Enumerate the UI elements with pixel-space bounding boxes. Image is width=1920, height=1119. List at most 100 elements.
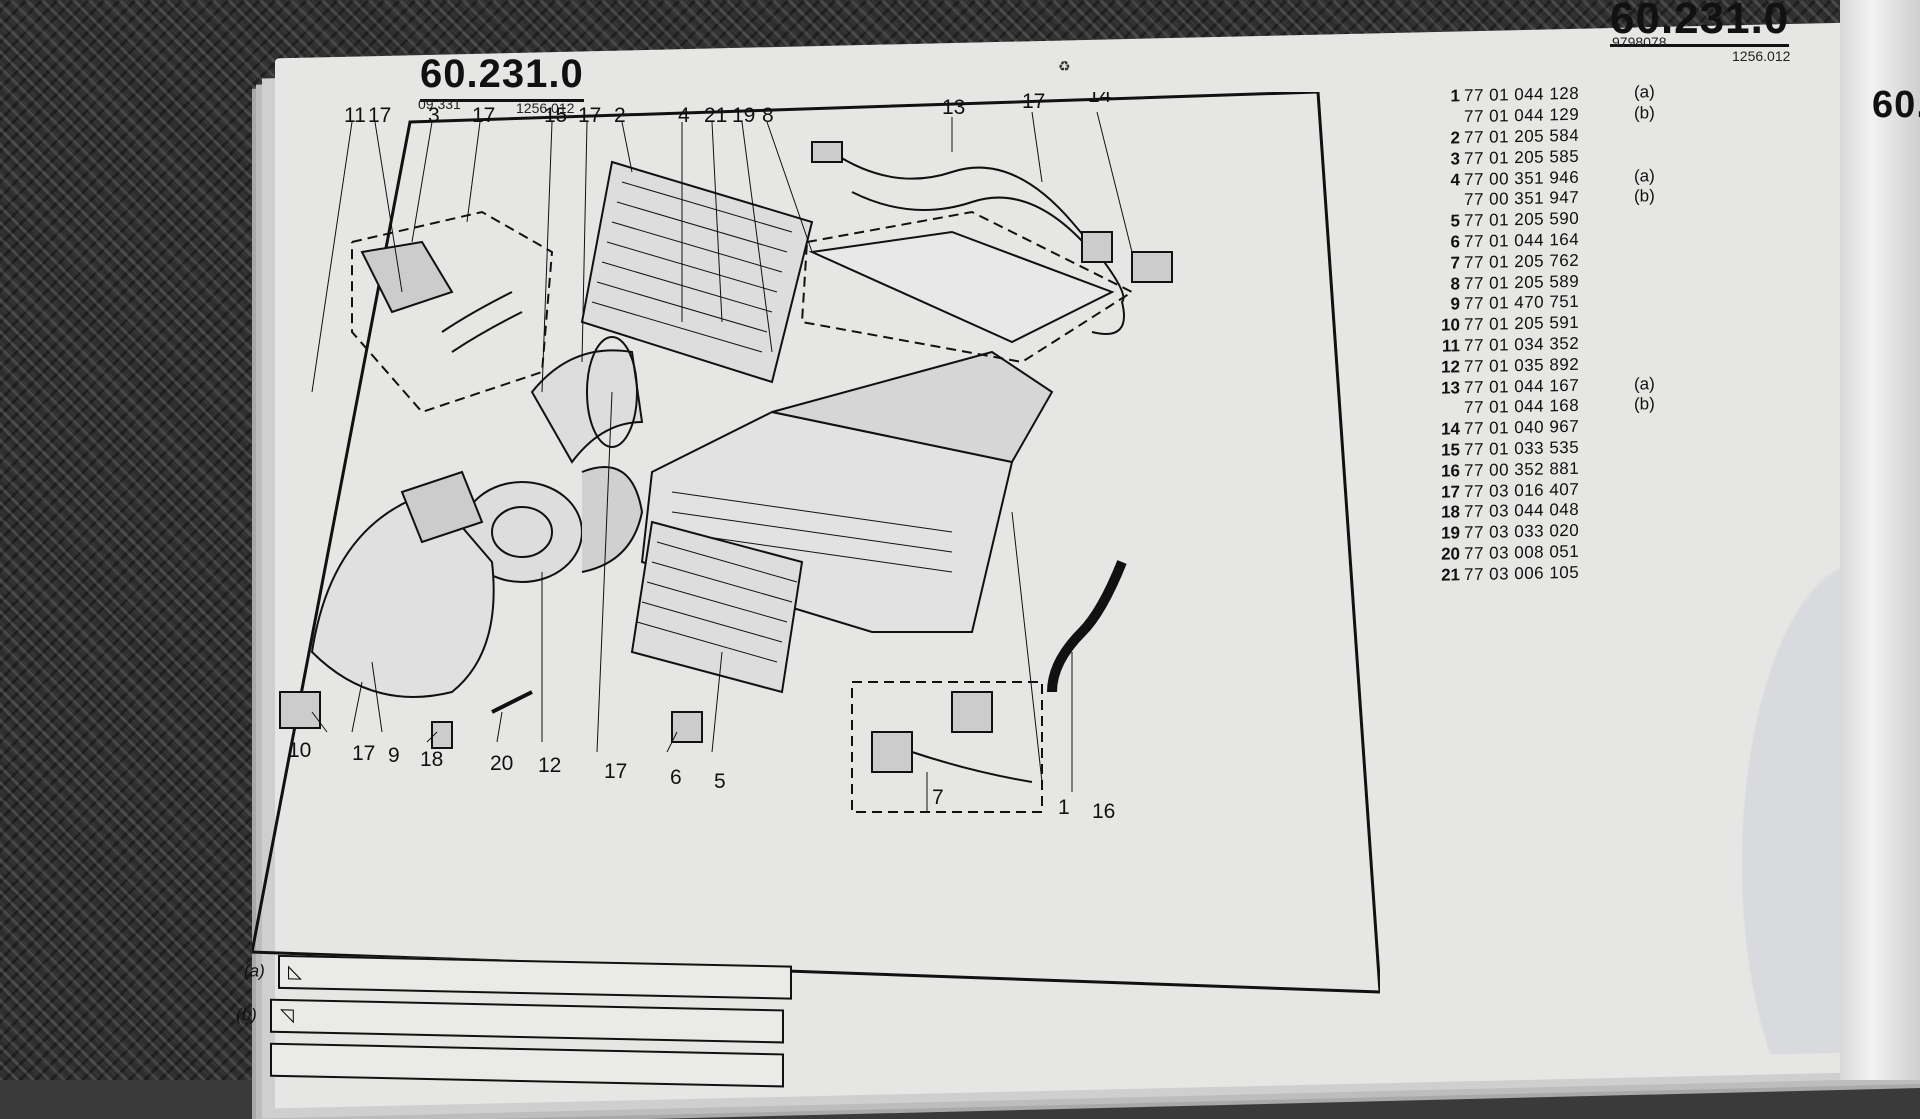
parts-variant: (b): [1634, 103, 1664, 124]
callout-17-e: 17: [352, 742, 375, 765]
callout-19: 19: [732, 104, 755, 127]
parts-code: 77 03 044 048: [1464, 499, 1614, 522]
parts-variant: [1634, 280, 1664, 281]
parts-num: 11: [1438, 336, 1460, 356]
parts-variant: [1634, 321, 1664, 322]
parts-variant: (a): [1634, 82, 1664, 103]
air-duct-drawing: [532, 337, 642, 462]
parts-code: 77 00 351 947: [1464, 187, 1614, 210]
callout-1: 1: [1058, 796, 1070, 819]
callout-20: 20: [490, 752, 513, 775]
parts-code: 77 01 205 590: [1464, 208, 1614, 231]
callout-17-d: 17: [1022, 92, 1045, 113]
parts-variant: [1634, 488, 1664, 489]
parts-code: 77 01 205 584: [1464, 125, 1614, 148]
parts-code: 77 01 034 352: [1464, 333, 1614, 356]
parts-num: 5: [1438, 211, 1460, 231]
drain-hose-drawing: [1052, 562, 1122, 692]
parts-num: 13: [1438, 378, 1460, 398]
parts-code: 77 01 044 129: [1464, 104, 1614, 127]
parts-code: 77 01 044 128: [1464, 83, 1614, 106]
parts-variant: [1634, 529, 1664, 530]
parts-code: 77 01 044 168: [1464, 395, 1614, 418]
callout-17-c: 17: [578, 104, 601, 127]
diagram-svg: 11 17 3 17 15 17 2 4 21 19 8 13 17 14 10…: [252, 92, 1380, 1012]
callout-11: 11: [344, 104, 366, 127]
callout-4: 4: [678, 104, 690, 127]
parts-code: 77 01 205 762: [1464, 250, 1614, 273]
callout-12: 12: [538, 754, 561, 777]
parts-variant: [1634, 446, 1664, 447]
parts-code: 77 01 205 589: [1464, 271, 1614, 294]
parts-code: 77 03 006 105: [1464, 562, 1614, 585]
blower-housing-drawing: [312, 472, 494, 697]
parts-num: 18: [1438, 503, 1460, 523]
callout-5: 5: [714, 770, 726, 793]
parts-num: 19: [1438, 523, 1460, 543]
parts-variant: [1634, 238, 1664, 239]
parts-num: 4: [1438, 170, 1460, 190]
callout-8: 8: [762, 104, 774, 127]
callout-9: 9: [388, 744, 400, 767]
next-page-ref-left: 9798078: [1612, 34, 1667, 50]
parts-variant: (b): [1634, 186, 1664, 207]
callout-15: 15: [544, 104, 567, 127]
callouts-bottom: 10 17 9 18 20 12 17 6 5 7 1 16: [288, 739, 1115, 823]
bracket-18-drawing: [432, 722, 452, 748]
bracket-6-drawing: [672, 712, 702, 742]
callout-17-b: 17: [472, 104, 495, 127]
parts-variant: [1634, 155, 1664, 156]
parts-code: 77 00 351 946: [1464, 167, 1614, 190]
next-page-ref-right: 1256.012: [1732, 48, 1790, 64]
parts-num: 12: [1438, 357, 1460, 377]
callout-7: 7: [932, 786, 944, 809]
callout-21: 21: [704, 104, 727, 127]
parts-num: 6: [1438, 232, 1460, 252]
screw-20-drawing: [492, 692, 532, 712]
parts-num: 16: [1438, 461, 1460, 481]
parts-num: 21: [1438, 565, 1460, 585]
parts-variant: [1634, 550, 1664, 551]
parts-variant: [1634, 508, 1664, 509]
parts-variant: [1634, 259, 1664, 260]
parts-code: 77 01 035 892: [1464, 354, 1614, 377]
parts-code: 77 01 044 164: [1464, 229, 1614, 252]
exploded-diagram: 11 17 3 17 15 17 2 4 21 19 8 13 17 14 10…: [252, 92, 1380, 1012]
parts-code: 77 03 016 407: [1464, 479, 1614, 502]
parts-code: 77 01 044 167: [1464, 375, 1614, 398]
parts-num: 9: [1438, 295, 1460, 315]
parts-code: 77 01 470 751: [1464, 291, 1614, 314]
parts-num: 10: [1438, 315, 1460, 335]
parts-num: 2: [1438, 128, 1460, 148]
parts-variant: (a): [1634, 374, 1664, 395]
parts-variant: [1634, 467, 1664, 468]
callout-17-a: 17: [368, 104, 391, 127]
callout-6: 6: [670, 766, 682, 789]
parts-num: 1: [1438, 87, 1460, 107]
legend-label-b: (b): [236, 1005, 270, 1026]
parts-num: 20: [1438, 544, 1460, 564]
facing-page-edge: [1840, 0, 1920, 1080]
parts-code: 77 01 205 591: [1464, 312, 1614, 335]
relay-drawing: [1132, 252, 1172, 282]
left-hand-drive-icon: ◺: [288, 961, 302, 982]
resistor-drawing: [280, 692, 320, 728]
callout-10: 10: [288, 739, 311, 762]
parts-variant: (b): [1634, 394, 1664, 415]
parts-code: 77 01 033 535: [1464, 437, 1614, 460]
parts-code: 77 03 033 020: [1464, 520, 1614, 543]
parts-code: 77 01 205 585: [1464, 146, 1614, 169]
parts-variant: [1634, 425, 1664, 426]
parts-code: 77 00 352 881: [1464, 458, 1614, 481]
parts-num: 8: [1438, 274, 1460, 294]
parts-variant: [1634, 363, 1664, 364]
parts-num: 15: [1438, 440, 1460, 460]
parts-num: 3: [1438, 149, 1460, 169]
legend-label-a: (a): [244, 961, 278, 982]
parts-variant: [1634, 571, 1664, 572]
parts-variant: (a): [1634, 166, 1664, 187]
parts-variant: [1634, 342, 1664, 343]
callout-18: 18: [420, 748, 443, 771]
parts-code: 77 01 040 967: [1464, 416, 1614, 439]
